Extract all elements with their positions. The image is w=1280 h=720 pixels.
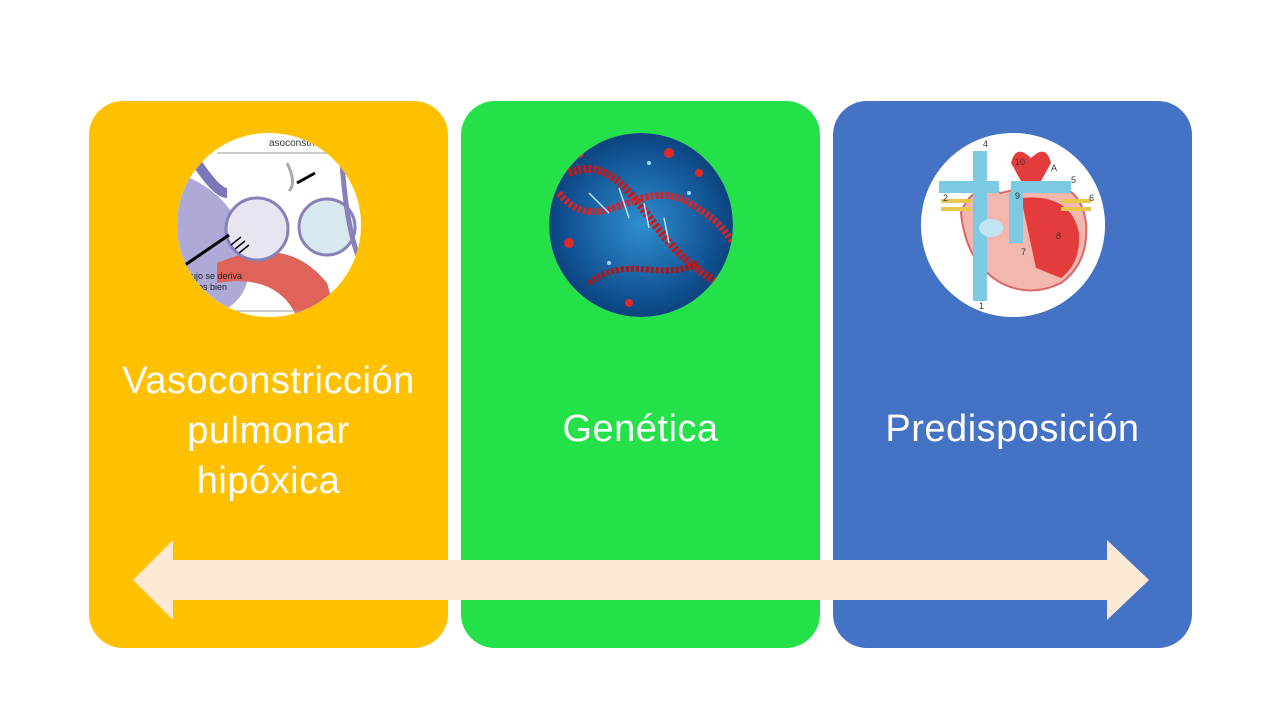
heart-num-5: 5: [1071, 175, 1076, 185]
heart-num-4: 4: [983, 139, 988, 149]
dna-helix-icon: [549, 133, 733, 317]
thumb-title: asoconstricción: [269, 138, 338, 149]
heart-label-a: A: [1051, 163, 1057, 173]
heart-anatomy-icon: 1 2 4 5 6 7 8 9 10 A: [921, 133, 1105, 317]
card-genetics: Genética: [461, 101, 820, 648]
heart-num-7: 7: [1021, 247, 1026, 257]
heart-num-10: 10: [1015, 157, 1025, 167]
card-vasoconstriction: asoconstricción ujo se deriva olos bien …: [89, 101, 448, 648]
thumb-caption-1: ujo se deriva: [191, 271, 242, 281]
card-predisposition: 1 2 4 5 6 7 8 9 10 A Predisposición: [833, 101, 1192, 648]
card-label-predisposition: Predisposición: [885, 408, 1140, 450]
heart-num-9: 9: [1015, 191, 1020, 201]
thumb-caption-2: olos bien: [191, 282, 227, 292]
card-label-vasoconstriction: Vasoconstricción pulmonar hipóxica: [122, 360, 415, 502]
heart-num-2: 2: [943, 193, 948, 203]
double-arrow-shape: [133, 540, 1149, 620]
heart-num-6: 6: [1089, 193, 1094, 203]
heart-num-8: 8: [1056, 231, 1061, 241]
heart-num-1: 1: [979, 301, 984, 311]
card-label-genetics: Genética: [562, 408, 719, 450]
